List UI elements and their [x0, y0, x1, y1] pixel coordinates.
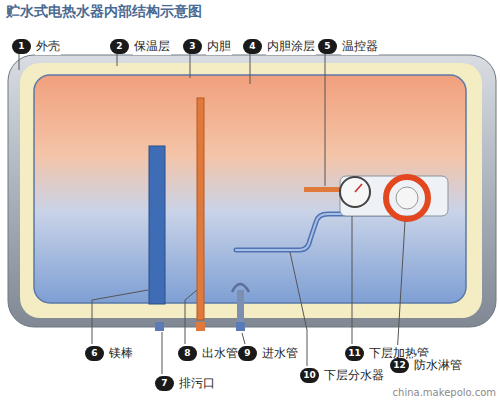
callout-number: 3: [183, 39, 202, 54]
water-diverter: [232, 284, 249, 292]
callout-number: 2: [110, 39, 129, 54]
part-name: 温控器: [341, 38, 379, 55]
heater-flange: [386, 177, 428, 219]
outlet-pipe: [197, 98, 204, 320]
part-name: 出水管: [201, 345, 239, 362]
heater-core: [396, 187, 418, 209]
outlet-stub: [196, 322, 205, 331]
drain-stub: [155, 322, 164, 331]
part-callout: 8 出水管: [178, 345, 239, 362]
part-callout: 3 内胆: [183, 38, 232, 55]
callout-number: 11: [345, 346, 364, 361]
callout-number: 8: [178, 346, 197, 361]
heating-pipe-highlight: [236, 214, 392, 250]
inner-tank: [34, 75, 466, 303]
part-name: 排污口: [178, 375, 216, 392]
outer-shell: [8, 55, 496, 327]
part-callout: 4 内胆涂层: [243, 38, 316, 55]
part-callout: 6 镁棒: [85, 345, 134, 362]
callout-number: 12: [390, 358, 409, 373]
callout-number: 1: [12, 39, 31, 54]
part-callout: 5 温控器: [318, 38, 379, 55]
callout-number: 6: [85, 346, 104, 361]
callout-number: 4: [243, 39, 262, 54]
thermostat-probe: [304, 187, 340, 192]
part-callout: 12 防水淋管: [390, 357, 463, 374]
part-name: 外壳: [35, 38, 61, 55]
part-callout: 9 进水管: [238, 345, 299, 362]
inlet-pipe: [237, 290, 244, 322]
part-name: 内胆涂层: [266, 38, 316, 55]
leader-lines: [19, 53, 405, 374]
part-name: 下层分水器: [323, 367, 385, 384]
callout-number: 5: [318, 39, 337, 54]
part-name: 保温层: [133, 38, 171, 55]
callout-number: 9: [238, 346, 257, 361]
callout-number: 10: [300, 368, 319, 383]
part-name: 内胆: [206, 38, 232, 55]
part-name: 进水管: [261, 345, 299, 362]
magnesium-rod: [149, 146, 165, 304]
heating-pipe: [236, 214, 392, 250]
part-callout: 2 保温层: [110, 38, 171, 55]
callout-number: 7: [155, 376, 174, 391]
part-name: 防水淋管: [413, 357, 463, 374]
watermark: china.makepolo.com: [393, 387, 496, 398]
part-callout: 10 下层分水器: [300, 367, 385, 384]
diagram-title: 贮水式电热水器内部结构示意图: [6, 3, 202, 21]
part-callout: 1 外壳: [12, 38, 61, 55]
inlet-stub: [236, 322, 245, 331]
part-name: 镁棒: [108, 345, 134, 362]
thermostat-dial: [340, 177, 370, 207]
part-callout: 7 排污口: [155, 375, 216, 392]
insulation-layer: [20, 63, 482, 318]
